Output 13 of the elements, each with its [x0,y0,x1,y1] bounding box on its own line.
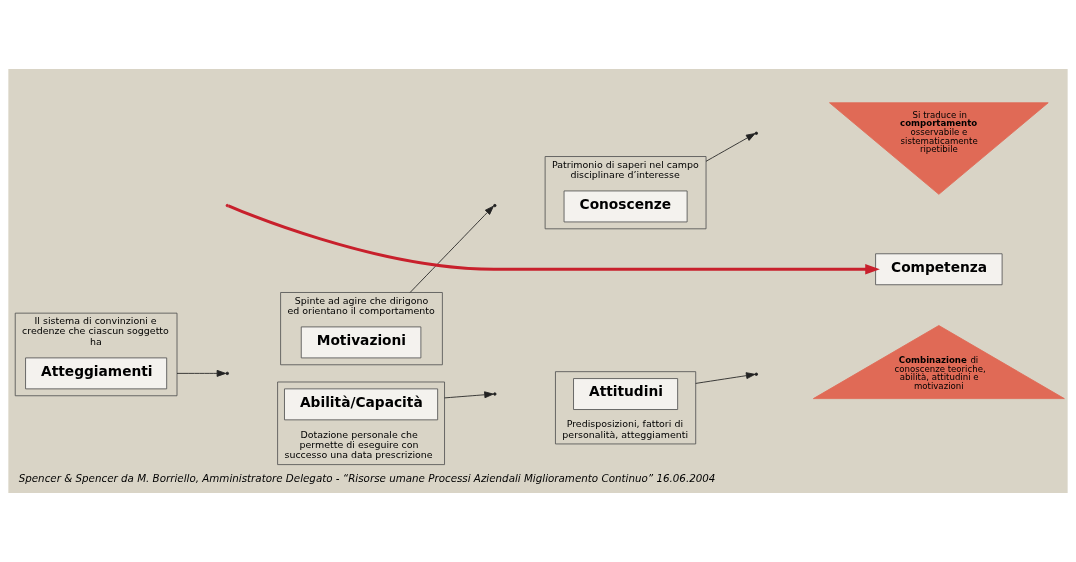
node-box: Competenza [875,253,1003,286]
arrow [705,133,756,162]
node-box: Conoscenze [563,190,688,223]
node-box: Atteggiamenti [25,357,168,390]
arrow [228,204,880,275]
node-box: Abilità/Capacità [284,388,439,421]
arrow [176,369,227,377]
caption: Spencer & Spencer da M. Borriello, Amministratore Delegato - “Risorse umane Processi Aziendali Miglioramento Continuo” 16.06.2004 [18,472,716,485]
arrow [409,205,494,293]
arrow [444,391,494,399]
node-box: Attitudini [573,378,679,410]
arrow [695,372,756,384]
node-box: Motivazioni [300,326,422,359]
